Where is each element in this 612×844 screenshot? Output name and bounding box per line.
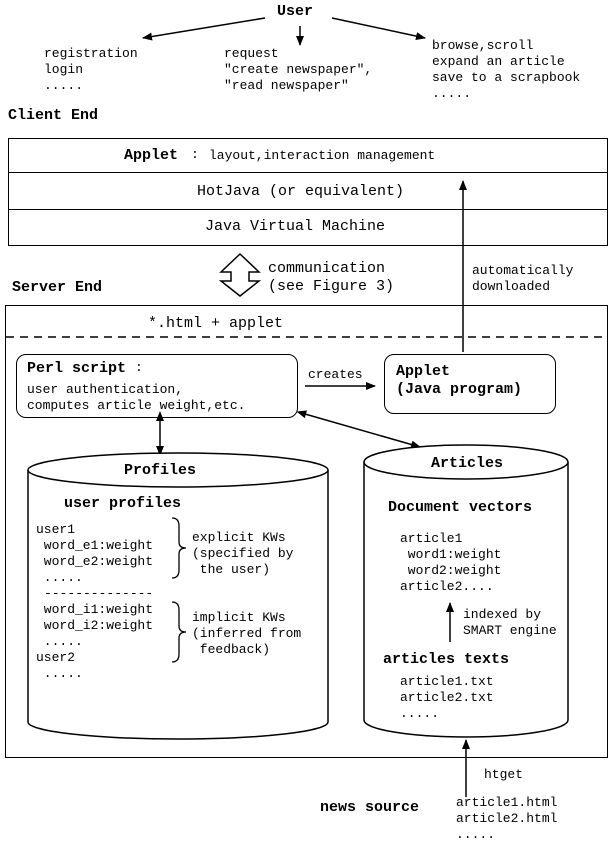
html-applet-label: *.html + applet — [148, 315, 284, 332]
communication-arrow — [218, 252, 262, 297]
communication-label: communication (see Figure 3) — [268, 260, 395, 295]
client-applet-desc: layout,interaction management — [209, 148, 436, 163]
hotjava-label: HotJava (or equivalent) — [197, 183, 405, 200]
news-source-label: news source — [320, 799, 420, 816]
applet-program-label: Applet (Java program) — [396, 363, 523, 398]
perl-articles-arrow — [296, 410, 421, 449]
explicit-kw-note: explicit KWs (specified by the user) — [192, 530, 294, 577]
client-end-label: Client End — [8, 107, 99, 124]
articles-texts-title: articles texts — [383, 651, 510, 668]
jvm-layer: Java Virtual Machine — [9, 210, 607, 245]
client-applet-title: Applet — [124, 147, 179, 164]
perl-script-desc: user authentication, computes article we… — [27, 382, 246, 413]
jvm-label: Java Virtual Machine — [205, 218, 386, 235]
client-stack: Applet : layout,interaction management H… — [8, 138, 608, 246]
creates-label: creates — [308, 367, 363, 382]
htget-label: htget — [484, 767, 524, 782]
user-to-left-arrow — [142, 17, 266, 41]
perl-script-title: Perl script — [27, 360, 127, 377]
user-mid-actions: request "create newspaper", "read newspa… — [224, 46, 373, 93]
profiles-cylinder — [27, 452, 329, 740]
articles-texts-list: article1.txt article2.txt ..... — [400, 674, 494, 721]
perl-script-box — [16, 354, 298, 418]
auto-download-label: automatically downloaded — [472, 263, 574, 294]
server-end-label: Server End — [12, 279, 103, 296]
profile-separator: -------------- — [44, 586, 154, 601]
indexed-label: indexed by SMART engine — [463, 607, 557, 638]
articles-title: Articles — [431, 455, 504, 472]
news-files-list: article1.html article2.html ..... — [456, 795, 558, 842]
implicit-kw-list: word_i1:weight word_i2:weight ..... user… — [36, 602, 154, 681]
user-profiles-subtitle: user profiles — [64, 495, 182, 512]
applet-program-box — [384, 354, 556, 414]
document-vectors-list: article1 word1:weight word2:weight artic… — [400, 531, 502, 594]
hotjava-layer: HotJava (or equivalent) — [9, 173, 607, 210]
implicit-brace — [171, 601, 187, 663]
server-box — [5, 305, 608, 758]
document-vectors-title: Document vectors — [388, 499, 533, 516]
implicit-kw-note: implicit KWs (inferred from feedback) — [192, 610, 302, 657]
user-title: User — [277, 3, 314, 20]
explicit-brace — [171, 517, 187, 579]
articles-cylinder — [363, 444, 569, 738]
explicit-kw-list: user1 word_e1:weight word_e2:weight ....… — [36, 522, 154, 585]
user-right-actions: browse,scroll expand an article save to … — [432, 38, 581, 101]
profiles-title: Profiles — [124, 462, 197, 479]
applet-layer: Applet : layout,interaction management — [9, 139, 607, 173]
user-to-right-arrow — [331, 17, 426, 41]
user-left-actions: registration login ..... — [44, 46, 138, 93]
